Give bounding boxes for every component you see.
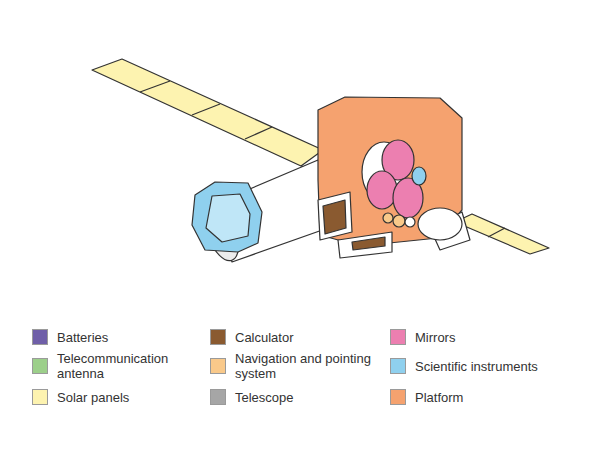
legend-text: Telecommunication antenna xyxy=(57,351,182,381)
legend-item: Solar panels xyxy=(32,389,129,405)
instrument-cap xyxy=(192,182,262,252)
equipment-box xyxy=(318,192,352,240)
solar-panel xyxy=(92,59,323,166)
navigation-unit xyxy=(405,217,415,227)
legend-swatch xyxy=(210,329,226,345)
legend-text: Calculator xyxy=(235,330,294,345)
legend-text: Telescope xyxy=(235,390,294,405)
panel-seam xyxy=(192,104,220,115)
legend-swatch xyxy=(32,329,48,345)
platform xyxy=(318,97,462,246)
instrument-cap-face xyxy=(206,194,250,242)
legend-swatch xyxy=(390,329,406,345)
equipment-box xyxy=(338,232,392,258)
legend-item: Mirrors xyxy=(390,329,455,345)
legend-text: Scientific instruments xyxy=(415,359,538,374)
legend-text: Navigation and pointing system xyxy=(235,351,385,381)
panel-seam xyxy=(140,81,170,92)
legend-text: Mirrors xyxy=(415,330,455,345)
scientific-instrument xyxy=(412,167,426,185)
panel-seam xyxy=(488,228,505,237)
calculator xyxy=(352,237,385,250)
legend-text: Platform xyxy=(415,390,463,405)
solar-panel xyxy=(455,214,549,254)
navigation-unit xyxy=(393,215,405,227)
mirror xyxy=(367,171,397,209)
legend-swatch xyxy=(32,358,48,374)
dish xyxy=(418,208,462,240)
legend-text: Solar panels xyxy=(57,390,129,405)
legend-swatch xyxy=(390,389,406,405)
legend-item: Batteries xyxy=(32,329,108,345)
legend-item: Platform xyxy=(390,389,463,405)
legend-text: Batteries xyxy=(57,330,108,345)
panel-seam xyxy=(245,127,272,139)
legend-swatch xyxy=(32,389,48,405)
legend-swatch xyxy=(210,358,226,374)
legend-item: Telescope xyxy=(210,389,294,405)
legend-item: Navigation and pointing system xyxy=(210,351,385,381)
calculator xyxy=(323,200,346,234)
legend-swatch xyxy=(390,358,406,374)
navigation-unit xyxy=(383,213,393,223)
legend-swatch xyxy=(210,389,226,405)
legend-item: Telecommunication antenna xyxy=(32,351,182,381)
legend-item: Scientific instruments xyxy=(390,358,538,374)
legend-item: Calculator xyxy=(210,329,294,345)
